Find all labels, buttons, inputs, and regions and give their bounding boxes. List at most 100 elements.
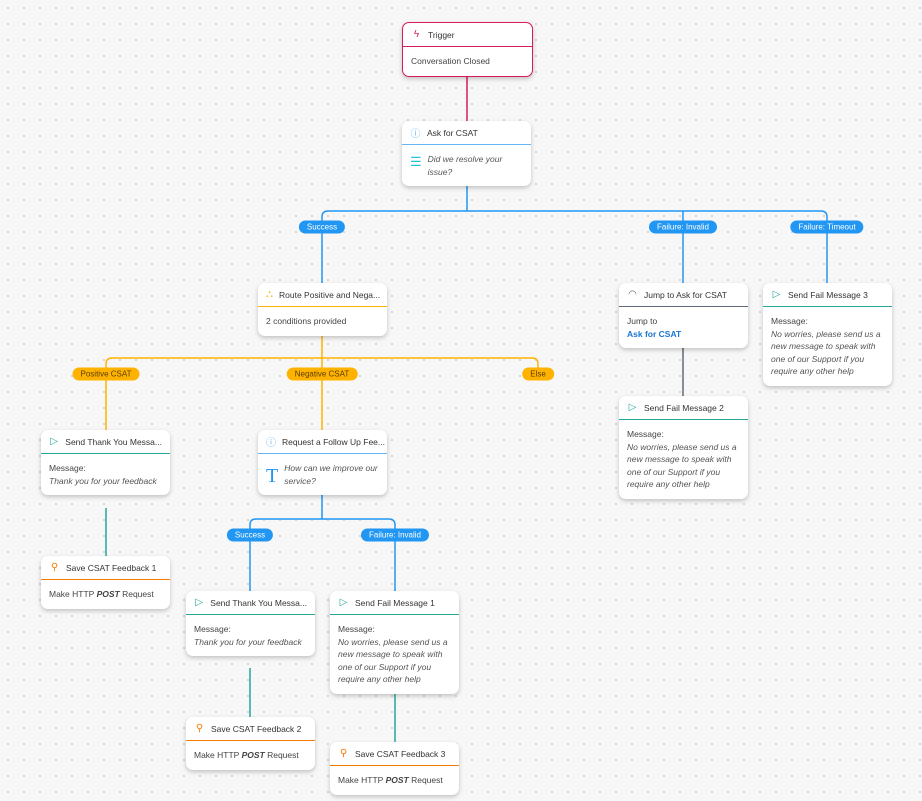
gauge-icon: ◠: [628, 289, 637, 300]
node-body: 2 conditions provided: [258, 307, 387, 336]
webhook-icon: ⚲: [50, 562, 59, 573]
http-pre: Make HTTP: [194, 750, 240, 760]
http-pre: Make HTTP: [338, 775, 384, 785]
node-title: Send Thank You Messa...: [65, 436, 162, 447]
node-thanks2[interactable]: ▷Send Thank You Messa... Message: Thank yo…: [186, 591, 315, 656]
node-title: Save CSAT Feedback 3: [355, 748, 446, 759]
question-circle-icon: ⓘ: [266, 438, 276, 449]
http-method: POST: [241, 750, 265, 760]
text-icon: T: [266, 465, 279, 487]
node-header: ⚲ Save CSAT Feedback 2: [186, 717, 315, 741]
node-header: ▷ Send Fail Message 2: [619, 396, 748, 420]
node-body: ☰ Did we resolve your issue?: [402, 145, 531, 186]
http-post: Request: [122, 589, 154, 599]
node-fail1[interactable]: ▷ Send Fail Message 1 Message: No worries, …: [330, 591, 459, 694]
node-body: Message: Thank you for your feedback: [41, 454, 170, 495]
branch-label-route-else[interactable]: Else: [522, 367, 554, 381]
node-label: Jump to: [627, 316, 658, 326]
http-request-text: Make HTTP POST Request: [338, 774, 451, 787]
node-route[interactable]: ⛬ Route Positive and Nega... 2 conditions …: [258, 283, 387, 336]
node-header: ▷ Send Fail Message 1: [330, 591, 459, 615]
question-circle-icon: ⓘ: [410, 129, 421, 140]
list-icon: ☰: [410, 154, 422, 169]
node-body: Make HTTP POST Request: [41, 580, 170, 609]
node-body-text: Conversation Closed: [411, 56, 490, 66]
node-header: ϟ Trigger: [403, 23, 532, 47]
node-message: No worries, please send us a new message…: [771, 328, 881, 377]
node-title: Request a Follow Up Fee...: [282, 436, 385, 447]
connector-ask-branches: [321, 210, 828, 283]
sitemap-icon: ⛬: [266, 289, 273, 300]
node-title: Send Fail Message 2: [644, 402, 724, 413]
connector-followup-branches: [249, 518, 396, 591]
branch-label-route-positive[interactable]: Positive CSAT: [72, 367, 140, 381]
send-icon: ▷: [628, 402, 637, 413]
webhook-icon: ⚲: [195, 723, 204, 734]
http-request-text: Make HTTP POST Request: [194, 749, 307, 762]
node-save3[interactable]: ⚲ Save CSAT Feedback 3 Make HTTP POST Requ…: [330, 742, 459, 795]
jump-target-link[interactable]: Ask for CSAT: [627, 328, 682, 339]
node-label: Message:: [49, 463, 86, 473]
send-icon: ▷: [772, 289, 781, 300]
http-post: Request: [267, 750, 299, 760]
webhook-icon: ⚲: [339, 748, 348, 759]
node-body: Message: No worries, please send us a new…: [763, 307, 892, 386]
send-icon: ▷: [50, 436, 58, 447]
node-body-text: 2 conditions provided: [266, 316, 347, 326]
node-header: ⛬ Route Positive and Nega...: [258, 283, 387, 307]
node-body: Make HTTP POST Request: [330, 766, 459, 795]
node-label: Message:: [338, 624, 375, 634]
http-post: Request: [411, 775, 443, 785]
node-message: Thank you for your feedback: [194, 636, 302, 647]
node-body: Message: Thank you for your feedback: [186, 615, 315, 656]
node-header: ◠ Jump to Ask for CSAT: [619, 283, 748, 307]
branch-label-followup-invalid[interactable]: Failure: Invalid: [360, 528, 430, 542]
lightning-icon: ϟ: [413, 29, 420, 40]
branch-label-ask-timeout[interactable]: Failure: Timeout: [790, 220, 864, 234]
http-method: POST: [96, 589, 120, 599]
node-header: ⓘ Request a Follow Up Fee...: [258, 430, 387, 454]
node-header: ▷Send Thank You Messa...: [186, 591, 315, 615]
node-message: Did we resolve your issue?: [427, 154, 503, 177]
send-icon: ▷: [339, 597, 348, 608]
node-message: No worries, please send us a new message…: [627, 441, 737, 490]
node-fail2[interactable]: ▷ Send Fail Message 2 Message:No worries, …: [619, 396, 748, 499]
node-title: Jump to Ask for CSAT: [644, 289, 727, 300]
branch-label-ask-invalid[interactable]: Failure: Invalid: [648, 220, 718, 234]
node-body: Make HTTP POST Request: [186, 741, 315, 770]
node-message: Thank you for your feedback: [49, 475, 157, 486]
node-title: Ask for CSAT: [427, 127, 478, 138]
node-header: ⓘ Ask for CSAT: [402, 121, 531, 145]
node-save2[interactable]: ⚲ Save CSAT Feedback 2 Make HTTP POST Requ…: [186, 717, 315, 770]
node-title: Save CSAT Feedback 2: [211, 723, 302, 734]
node-label: Message:: [771, 316, 808, 326]
node-title: Trigger: [428, 29, 455, 40]
node-header: ⚲ Save CSAT Feedback 3: [330, 742, 459, 766]
node-fail3[interactable]: ▷ Send Fail Message 3 Message: No worries, …: [763, 283, 892, 386]
node-thanks1[interactable]: ▷ Send Thank You Messa... Message: Thank yo…: [41, 430, 170, 495]
node-title: Send Fail Message 3: [788, 289, 868, 300]
node-message: How can we improve our service?: [284, 463, 378, 486]
node-header: ⚲ Save CSAT Feedback 1: [41, 556, 170, 580]
node-title: Route Positive and Nega...: [279, 289, 381, 300]
branch-label-ask-success[interactable]: Success: [298, 220, 346, 234]
branch-label-route-negative[interactable]: Negative CSAT: [286, 367, 358, 381]
http-pre: Make HTTP: [49, 589, 95, 599]
node-label: Message:: [194, 624, 231, 634]
node-message: No worries, please send us a new message…: [338, 636, 448, 685]
node-body: Conversation Closed: [403, 47, 532, 76]
node-ask[interactable]: ⓘ Ask for CSAT ☰ Did we resolve your issue?: [402, 121, 531, 186]
node-save1[interactable]: ⚲ Save CSAT Feedback 1 Make HTTP POST Requ…: [41, 556, 170, 609]
node-body: Jump to Ask for CSAT: [619, 307, 748, 348]
http-method: POST: [385, 775, 409, 785]
branch-label-followup-success[interactable]: Success: [226, 528, 274, 542]
node-title: Save CSAT Feedback 1: [66, 562, 157, 573]
node-title: Send Fail Message 1: [355, 597, 435, 608]
node-body: Message:No worries, please send us a new…: [619, 420, 748, 499]
node-header: ▷ Send Fail Message 3: [763, 283, 892, 307]
